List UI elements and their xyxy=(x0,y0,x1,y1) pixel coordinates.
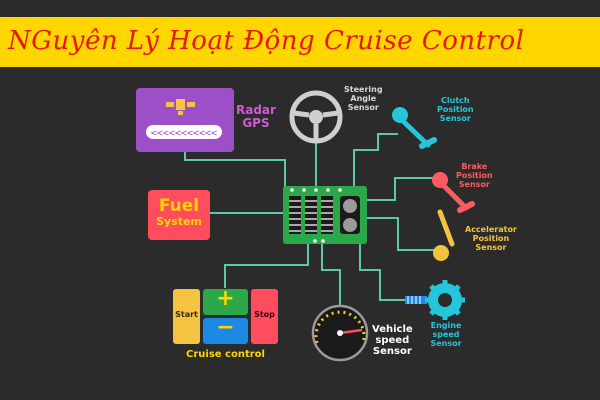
fuel-box xyxy=(148,190,210,240)
minus-button-label[interactable]: − xyxy=(216,315,235,340)
stop-button-label[interactable]: Stop xyxy=(254,310,275,319)
vehicle-speed-label-line1: Vehicle xyxy=(372,324,413,335)
accelerator-label-line2: Position xyxy=(472,233,510,243)
clutch-pedal-icon xyxy=(392,107,437,149)
engine-label-line1: Engine xyxy=(430,321,462,330)
engine-label-line2: speed xyxy=(432,329,460,339)
plus-button[interactable] xyxy=(203,289,248,315)
wires xyxy=(184,133,438,310)
vehicle-speed-label: Vehicle speed Sensor xyxy=(372,324,413,357)
radar-signal-chevrons: <<<<<<<<<<< xyxy=(151,128,217,139)
plus-button-label[interactable]: + xyxy=(216,286,235,311)
accelerator-label-line1: Accelerator xyxy=(465,225,517,234)
brake-label-line2: Position xyxy=(456,170,493,180)
radar-label: Radar GPS xyxy=(236,103,276,131)
brake-label-line1: Brake xyxy=(461,162,488,171)
vehicle-speed-label-line3: Sensor xyxy=(372,346,412,357)
clutch-label: Clutch Position Sensor xyxy=(437,96,474,123)
brake-label-line3: Sensor xyxy=(458,179,490,189)
radar-box xyxy=(136,88,234,152)
satellite-icon xyxy=(166,99,195,115)
gear-icon xyxy=(405,280,465,320)
steering-label-line1: Steering xyxy=(344,85,383,94)
brake-pedal-icon xyxy=(432,172,475,213)
radar-label-line1: Radar xyxy=(236,103,276,117)
start-button-label[interactable]: Start xyxy=(175,310,198,319)
ecu-chip-icon xyxy=(283,186,367,244)
fuel-label: Fuel System xyxy=(150,197,208,228)
speedometer-icon xyxy=(311,304,369,362)
fuel-label-line2: System xyxy=(156,214,202,228)
cruise-control-caption: Cruise control xyxy=(186,349,265,360)
vehicle-speed-label-line2: speed xyxy=(375,335,410,346)
radar-label-line2: GPS xyxy=(242,116,270,131)
accelerator-label: Accelerator Position Sensor xyxy=(465,225,517,252)
clutch-label-line2: Position xyxy=(437,104,474,114)
engine-label: Engine speed Sensor xyxy=(428,321,464,348)
fuel-label-line1: Fuel xyxy=(158,196,200,216)
wire-radar xyxy=(184,152,286,190)
engine-label-line3: Sensor xyxy=(430,338,462,348)
accelerator-label-line3: Sensor xyxy=(475,242,507,252)
wire-cruise xyxy=(224,243,309,288)
radar-signal-bar xyxy=(146,125,222,139)
stop-button[interactable] xyxy=(251,289,278,344)
diagram-title: NGuyên Lý Hoạt Động Cruise Control xyxy=(8,26,525,56)
brake-label: Brake Position Sensor xyxy=(456,162,493,189)
wire-accelerator xyxy=(362,217,438,251)
start-button[interactable] xyxy=(173,289,200,344)
wire-clutch xyxy=(353,133,398,188)
clutch-label-line3: Sensor xyxy=(439,113,471,123)
steering-label: Steering Angle Sensor xyxy=(344,85,383,112)
steering-label-line3: Sensor xyxy=(347,102,379,112)
clutch-label-line1: Clutch xyxy=(441,96,470,105)
wire-vehicle-speed xyxy=(321,243,341,310)
steering-label-line2: Angle xyxy=(350,93,377,103)
accelerator-pedal-icon xyxy=(433,209,455,261)
wire-engine xyxy=(359,243,406,301)
title-banner xyxy=(0,17,600,67)
wire-brake xyxy=(362,177,438,201)
minus-button[interactable] xyxy=(203,318,248,344)
steering-wheel-icon xyxy=(289,90,343,144)
